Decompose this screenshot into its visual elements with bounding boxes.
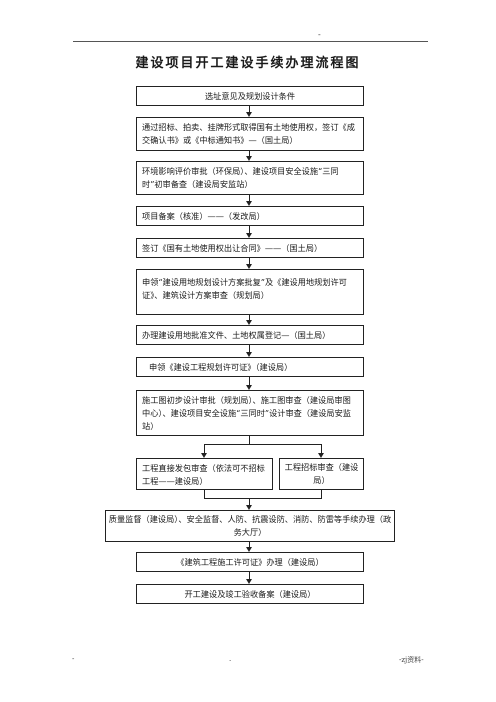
step-construction-permit: 《建筑工程施工许可证》办理（建设局） [136, 552, 364, 572]
step-engineering-permit: 申领《建设工程规划许可证》（建设局） [136, 357, 364, 377]
footer-middle: . [229, 655, 232, 663]
step-land-contract: 签订《国有土地使用权出让合同》——（国土局） [136, 238, 364, 258]
branch-direct-contract: 工程直接发包审查（依法可不招标工程——建设局） [136, 458, 273, 490]
step-project-filing: 项目备案（核准）——（发改局） [136, 206, 364, 226]
step-land-approval: 办理建设用地批准文件、土地权属登记—（国土局） [136, 325, 364, 345]
step-environmental-review: 环境影响评价审批（环保局）、建设项目安全设施“三同时”初审备查（建设局安监站） [136, 161, 364, 195]
branch-tender-review: 工程招标审查（建设局） [279, 458, 364, 490]
header-rule [73, 41, 428, 42]
step-site-selection: 选址意见及规划设计条件 [136, 86, 364, 106]
step-supervision: 质量监督（建设局）、安全监督、人防、抗震设防、消防、防雷等手续办理（政务大厅） [105, 510, 395, 542]
step-start-construction: 开工建设及竣工验收备案（建设局） [136, 584, 364, 604]
page-title: 建设项目开工建设手续办理流程图 [135, 56, 361, 71]
step-planning-permit: 申领“建设用地规划设计方案批复”及《建设用地规划许可证》、建筑设计方案审查（规划… [136, 269, 364, 315]
header-mark: - [318, 30, 321, 39]
step-land-acquisition: 通过招标、拍卖、挂牌形式取得国有土地使用权，签订《成交确认书》或《中标通知书》—… [136, 117, 364, 151]
footer-right: -zj资料- [399, 656, 424, 664]
footer-left: - [72, 655, 75, 663]
step-design-review: 施工图初步设计审批（规划局）、施工图审查（建设局审图中心）、建设项目安全设施“三… [136, 390, 364, 436]
